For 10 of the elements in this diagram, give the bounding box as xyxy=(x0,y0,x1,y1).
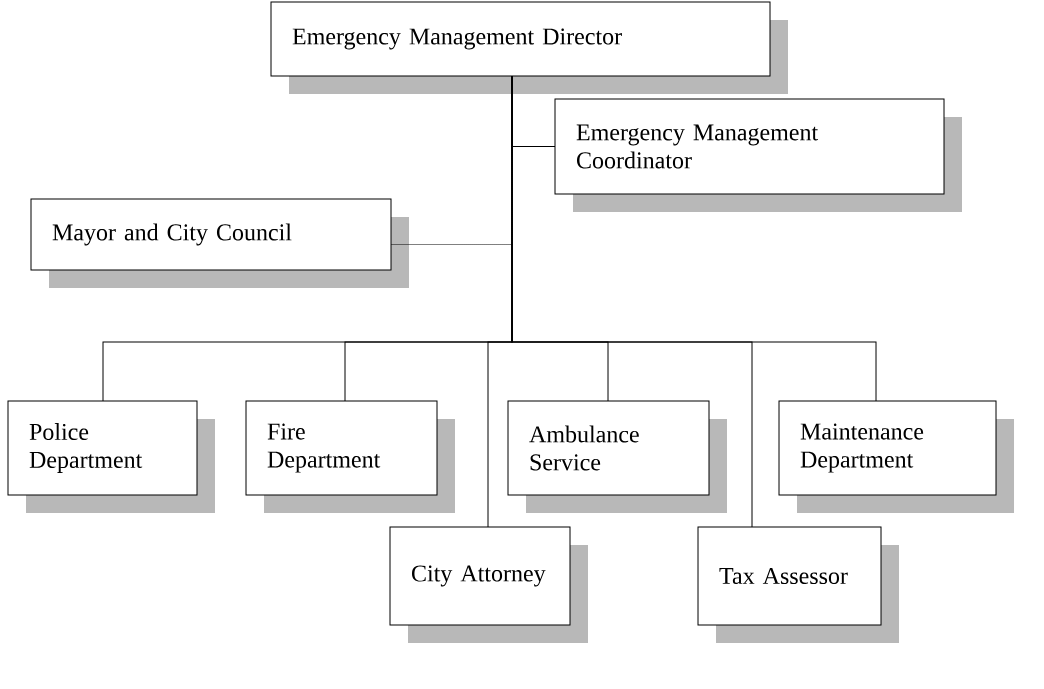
org-box: Maintenance Department xyxy=(778,400,1014,513)
org-box: Fire Department xyxy=(245,400,455,513)
org-box: Tax Assessor xyxy=(697,526,899,643)
org-box: Emergency Management Coordinator xyxy=(554,98,962,212)
connector-line xyxy=(511,75,877,402)
org-box: Ambulance Service xyxy=(507,400,727,513)
org-box: Emergency Management Director xyxy=(270,1,788,94)
org-box: Police Department xyxy=(7,400,215,513)
org-box: Mayor and City Council xyxy=(30,198,409,288)
org-box: City Attorney xyxy=(389,526,588,643)
